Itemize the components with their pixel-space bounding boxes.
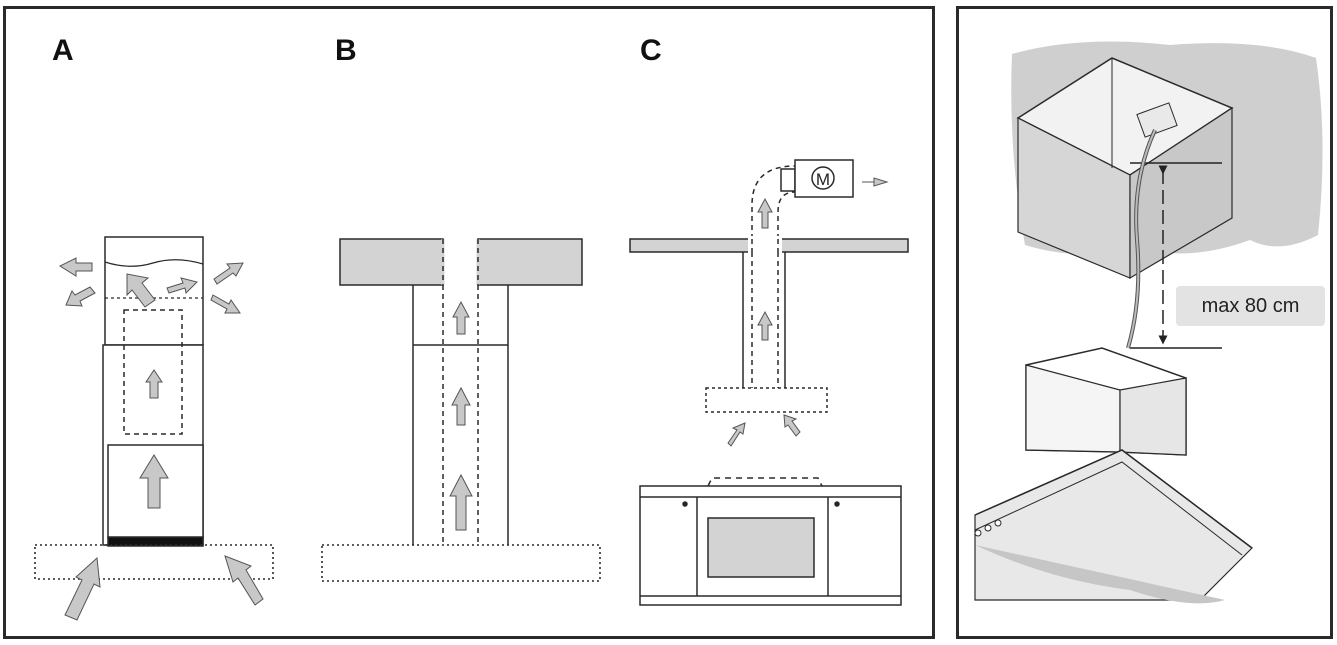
mode-c-label: C [640, 34, 662, 67]
max-distance-label: max 80 cm [1176, 286, 1325, 326]
mode-a-label: A [52, 34, 74, 67]
motor-circle [811, 166, 835, 190]
diagram-a [34, 236, 274, 580]
ceiling-right [477, 238, 583, 286]
airflow-arrows-c [727, 177, 889, 447]
diagram-c [629, 159, 909, 606]
airflow-arrows-b [449, 300, 473, 531]
ceiling-left [339, 238, 444, 286]
motor-label: M [816, 170, 830, 189]
external-motor [794, 159, 854, 198]
mode-b-label: B [335, 34, 357, 67]
diagram-b [321, 238, 601, 582]
airflow-arrows-a [58, 257, 264, 621]
hood-canopy [34, 544, 274, 580]
oven-window [707, 517, 815, 578]
hood-canopy-b [321, 544, 601, 582]
hood-bar [107, 536, 204, 547]
installation-drawing [974, 41, 1323, 604]
inner-duct [123, 309, 183, 435]
hood-canopy-c [705, 387, 828, 413]
